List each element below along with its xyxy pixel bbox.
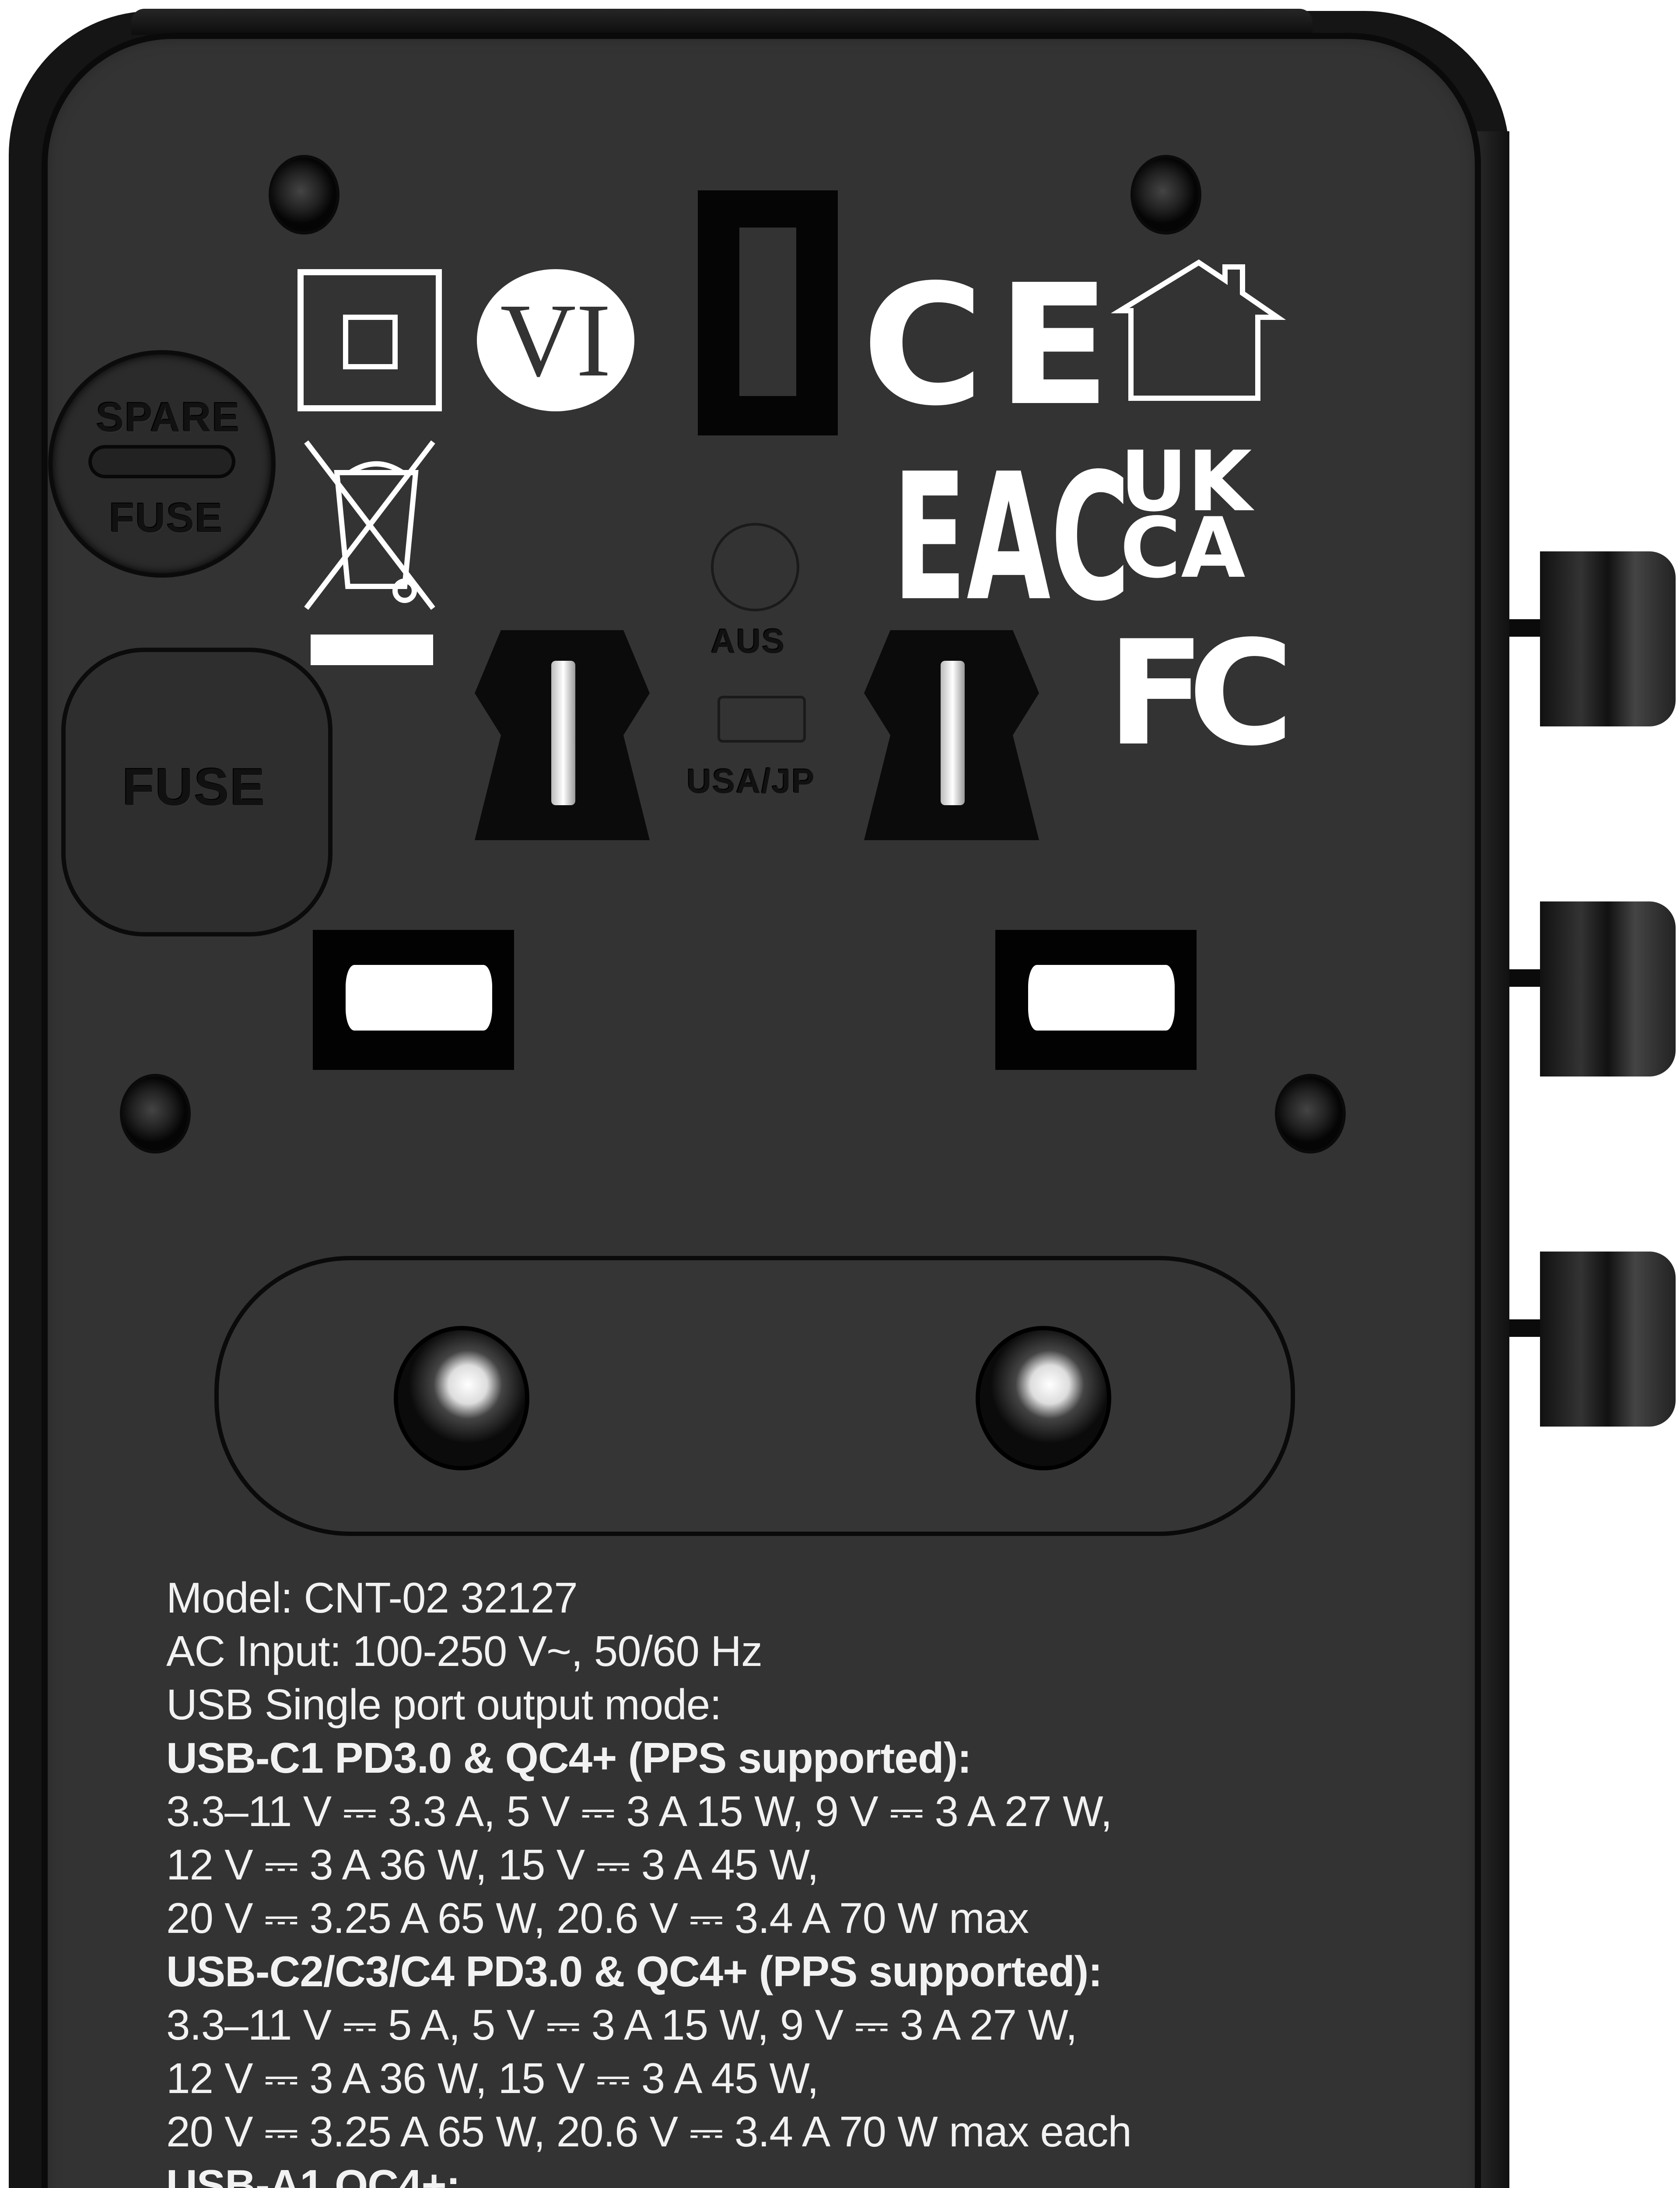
usb-a1-header: USB-A1 QC4+: [166, 2161, 460, 2188]
uk-outlet-slot-left [313, 930, 514, 1070]
usb-c1-header: USB-C1 PD3.0 & QC4+ (PPS supported): [166, 1734, 972, 1782]
plug-slider-2[interactable] [1540, 901, 1676, 1076]
spec-line: 3.3–11 V ⎓ 5 A, 5 V ⎓ 3 A 15 W, 9 V ⎓ 3 … [166, 2001, 1078, 2049]
plug-slider-1[interactable] [1540, 551, 1676, 726]
house-icon [1111, 259, 1286, 401]
spec-line: 12 V ⎓ 3 A 36 W, 15 V ⎓ 3 A 45 W, [166, 1841, 819, 1889]
class-ii-icon [298, 269, 442, 411]
output-mode-line: USB Single port output mode: [166, 1680, 722, 1729]
screw-icon [1133, 158, 1199, 232]
usb-c234-header: USB-C2/C3/C4 PD3.0 & QC4+ (PPS supported… [166, 1947, 1102, 1995]
fuse-cover[interactable]: FUSE [66, 652, 328, 932]
euro-pin-hole [398, 1330, 525, 1466]
ukca-mark: UK CA [1120, 433, 1252, 596]
top-slot [698, 190, 838, 435]
fuse-cover-label: FUSE [122, 758, 266, 817]
euro-outlet [219, 1260, 1291, 1532]
usa-jp-outlet-icon [718, 696, 806, 743]
spare-fuse-compartment[interactable]: SPARE FUSE [52, 354, 271, 573]
spare-fuse-slot [92, 449, 232, 475]
spec-line: 3.3–11 V ⎓ 3.3 A, 5 V ⎓ 3 A 15 W, 9 V ⎓ … [166, 1787, 1112, 1835]
crossed-bin-icon [304, 440, 435, 610]
weee-bar [311, 635, 433, 665]
ce-mark: CE [862, 249, 1124, 442]
model-line: Model: CNT-02 32127 [166, 1574, 578, 1622]
aus-outlet-icon [711, 523, 799, 611]
euro-pin-hole [980, 1330, 1107, 1466]
usa-jp-label: USA/JP [687, 762, 816, 800]
screw-icon [1278, 1076, 1343, 1151]
ac-input-line: AC Input: 100-250 V~, 50/60 Hz [166, 1627, 763, 1675]
fuse-label: FUSE [109, 495, 224, 541]
rotating-prong-left[interactable] [475, 630, 650, 840]
spec-line: 20 V ⎓ 3.25 A 65 W, 20.6 V ⎓ 3.4 A 70 W … [166, 2107, 1132, 2156]
aus-label: AUS [711, 622, 786, 660]
plug-slider-3[interactable] [1540, 1252, 1676, 1427]
fcc-mark: FC [1107, 610, 1294, 778]
spare-label: SPARE [96, 394, 241, 441]
top-ridge [131, 9, 1312, 35]
spec-line: 12 V ⎓ 3 A 36 W, 15 V ⎓ 3 A 45 W, [166, 2054, 819, 2102]
screw-icon [271, 158, 337, 232]
screw-icon [122, 1076, 188, 1151]
eac-mark: EAC [892, 436, 1130, 640]
rotating-prong-right[interactable] [864, 630, 1039, 840]
spec-line: 20 V ⎓ 3.25 A 65 W, 20.6 V ⎓ 3.4 A 70 W … [166, 1894, 1029, 1942]
uk-outlet-slot-right [995, 930, 1197, 1070]
spec-label: Model: CNT-02 32127 AC Input: 100-250 V~… [166, 1571, 1198, 2188]
efficiency-level-badge: VI [477, 269, 634, 411]
